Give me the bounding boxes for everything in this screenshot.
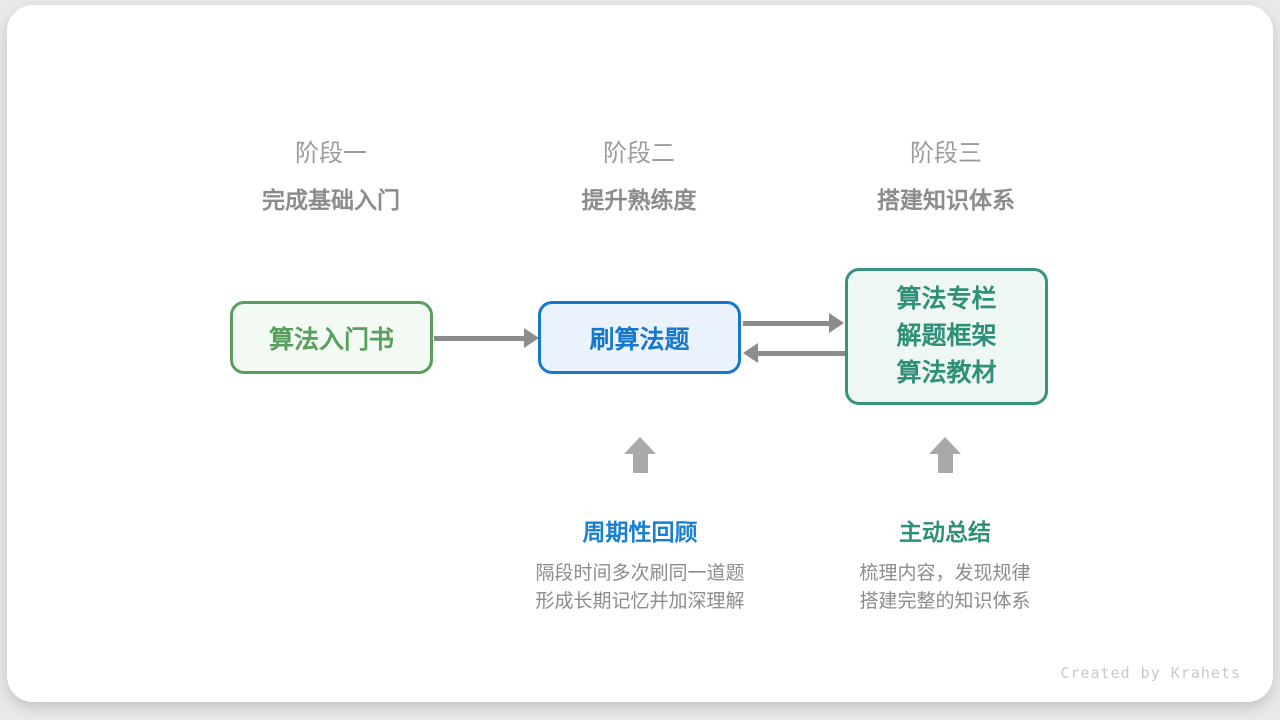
- annotation-active-summary-desc-line-2: 搭建完整的知识体系: [859, 590, 1031, 612]
- node-practice-problems-label: 刷算法题: [589, 325, 690, 354]
- annotation-periodic-review-title: 周期性回顾: [582, 519, 698, 545]
- arrow-up-icon: [624, 437, 656, 454]
- arrow-right-icon: [829, 313, 844, 333]
- arrow-up-icon: [929, 437, 961, 454]
- annotation-periodic-review-desc-line-2: 形成长期记忆并加深理解: [535, 590, 745, 612]
- arrow-left-icon: [743, 343, 758, 363]
- node-practice-problems: 刷算法题: [538, 301, 741, 374]
- arrow-right-icon: [524, 328, 539, 348]
- arrow-up-stem: [938, 454, 953, 473]
- stage-1-label: 阶段一: [295, 140, 367, 167]
- node-algorithm-intro-book: 算法入门书: [230, 301, 433, 374]
- diagram-card: 阶段一 完成基础入门 阶段二 提升熟练度 阶段三 搭建知识体系 算法入门书 刷算…: [7, 5, 1273, 702]
- annotation-active-summary-desc-line-1: 梳理内容，发现规律: [859, 563, 1031, 584]
- annotation-periodic-review-desc: 隔段时间多次刷同一道题 形成长期记忆并加深理解: [470, 560, 810, 615]
- stage-3-subtitle: 搭建知识体系: [877, 187, 1015, 213]
- node-algorithm-intro-book-label: 算法入门书: [268, 325, 394, 354]
- arrow-line-node2-node3: [743, 321, 831, 326]
- stage-1-subtitle: 完成基础入门: [262, 187, 400, 213]
- stage-2-label: 阶段二: [603, 140, 675, 167]
- arrow-line-node3-node2: [756, 351, 845, 356]
- annotation-periodic-review-desc-line-1: 隔段时间多次刷同一道题: [535, 563, 745, 584]
- watermark-credit: Created by Krahets: [1060, 664, 1241, 682]
- stage-3-label: 阶段三: [910, 140, 982, 167]
- annotation-active-summary-desc: 梳理内容，发现规律 搭建完整的知识体系: [775, 560, 1115, 615]
- arrow-up-stem: [633, 454, 648, 473]
- node-knowledge-sources: 算法专栏 解题框架 算法教材: [845, 268, 1048, 405]
- stage-2-subtitle: 提升熟练度: [581, 187, 697, 213]
- node-knowledge-sources-line-1: 算法专栏: [896, 285, 997, 313]
- arrow-line-node1-node2: [434, 336, 526, 341]
- annotation-active-summary-title: 主动总结: [899, 519, 991, 545]
- node-knowledge-sources-line-2: 解题框架: [896, 322, 997, 350]
- node-knowledge-sources-line-3: 算法教材: [896, 359, 997, 387]
